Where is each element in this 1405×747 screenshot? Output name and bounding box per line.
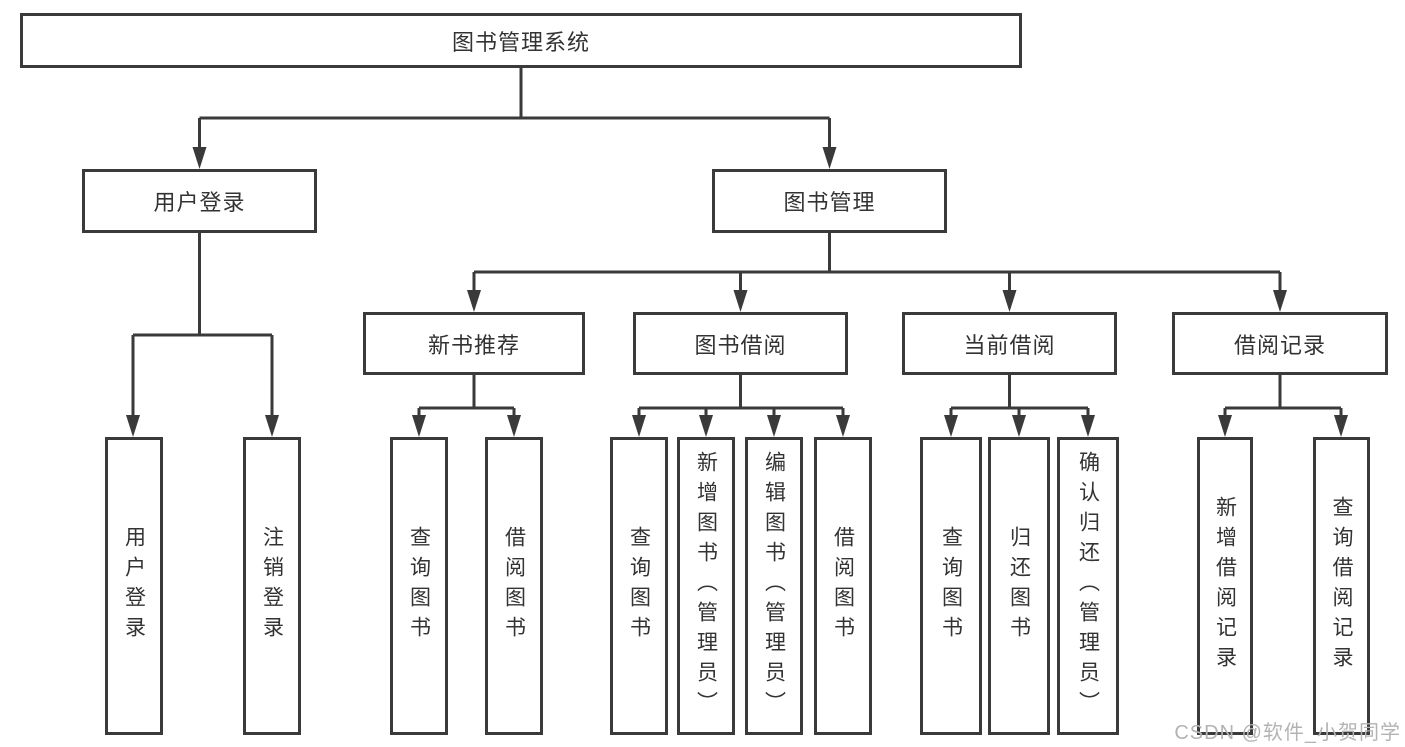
node-borrow-books-leaf: 借阅图书 xyxy=(814,437,872,735)
watermark: CSDN @软件_小贺同学 xyxy=(1174,722,1401,744)
node-query-books-current: 查询图书 xyxy=(920,437,982,735)
node-current-borrowing: 当前借阅 xyxy=(902,312,1117,375)
node-user-login-leaf: 用户登录 xyxy=(105,437,163,735)
node-return-books: 归还图书 xyxy=(988,437,1050,735)
arrowhead-icons xyxy=(126,147,1348,437)
node-borrowing-records: 借阅记录 xyxy=(1172,312,1388,375)
node-query-books-recommend: 查询图书 xyxy=(390,437,448,735)
node-user-login: 用户登录 xyxy=(82,169,317,233)
node-confirm-return-admin: 确认归还（管理员） xyxy=(1057,437,1119,735)
node-add-borrow-record: 新增借阅记录 xyxy=(1197,437,1253,735)
node-book-borrowing: 图书借阅 xyxy=(633,312,848,375)
node-add-books-admin: 新增图书（管理员） xyxy=(677,437,735,735)
node-root-system: 图书管理系统 xyxy=(20,13,1022,68)
node-edit-books-admin: 编辑图书（管理员） xyxy=(745,437,803,735)
node-book-management: 图书管理 xyxy=(712,169,947,233)
node-logout-leaf: 注销登录 xyxy=(243,437,301,735)
node-borrow-books-recommend: 借阅图书 xyxy=(485,437,543,735)
node-query-borrow-record: 查询借阅记录 xyxy=(1313,437,1370,735)
node-query-books-borrow: 查询图书 xyxy=(610,437,668,735)
node-new-book-recommend: 新书推荐 xyxy=(363,312,585,375)
